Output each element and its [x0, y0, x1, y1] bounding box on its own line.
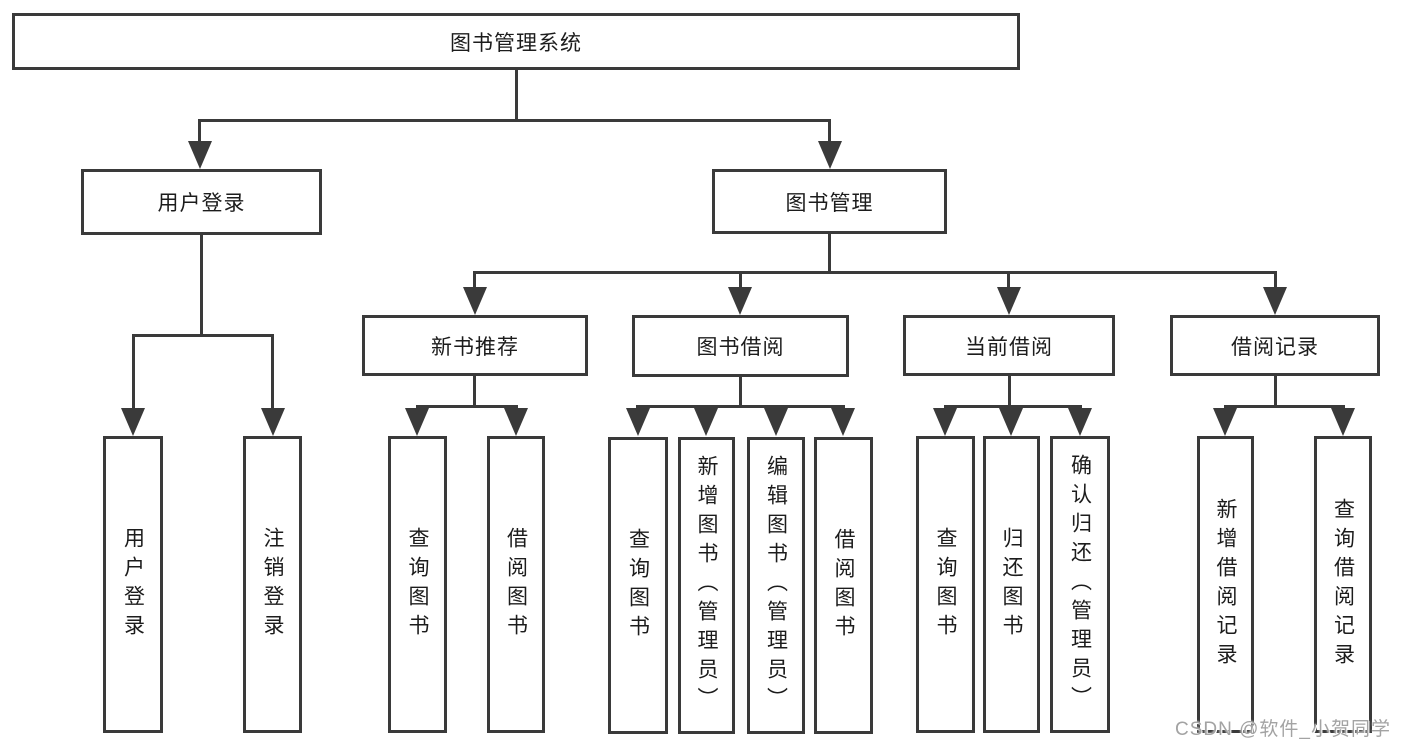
- connector-line: [828, 119, 831, 143]
- node-label: 当前借阅: [965, 335, 1053, 359]
- leaf-label: 用户登录: [121, 526, 145, 643]
- arrow-down-icon: [933, 408, 957, 436]
- node-book-borrow: 图书借阅: [632, 315, 849, 377]
- leaf-label: 查询图书: [406, 526, 429, 643]
- leaf-query-books-current: 查询图书: [916, 436, 975, 733]
- connector-line: [739, 377, 742, 407]
- arrow-down-icon: [764, 408, 788, 436]
- csdn-watermark: CSDN @软件_小贺同学: [1175, 719, 1391, 740]
- arrow-down-icon: [261, 408, 285, 436]
- node-label: 图书管理系统: [450, 31, 582, 55]
- leaf-label: 借阅图书: [504, 526, 528, 643]
- arrow-down-icon: [818, 141, 842, 169]
- arrow-down-icon: [463, 287, 487, 315]
- leaf-add-book-admin: 新增图书（管理员）: [678, 437, 735, 734]
- connector-line: [515, 70, 518, 122]
- connector-line: [1008, 376, 1011, 407]
- connector-line: [132, 334, 135, 408]
- connector-line: [200, 235, 203, 336]
- connector-line: [828, 234, 831, 274]
- leaf-label: 归还图书: [1000, 526, 1023, 643]
- node-label: 借阅记录: [1231, 335, 1319, 359]
- arrow-down-icon: [1068, 408, 1092, 436]
- connector-line: [473, 271, 476, 289]
- connector-line: [636, 405, 845, 408]
- node-borrow-records: 借阅记录: [1170, 315, 1380, 376]
- leaf-query-books-borrow: 查询图书: [608, 437, 668, 734]
- arrow-down-icon: [405, 408, 429, 436]
- arrow-down-icon: [1263, 287, 1287, 315]
- connector-line: [416, 405, 518, 408]
- node-root: 图书管理系统: [12, 13, 1020, 70]
- node-label: 图书管理: [785, 191, 874, 215]
- arrow-down-icon: [694, 408, 718, 436]
- node-user-login: 用户登录: [81, 169, 322, 235]
- leaf-logout: 注销登录: [243, 436, 302, 733]
- connector-line: [132, 334, 274, 337]
- leaf-label: 编辑图书（管理员）: [764, 455, 788, 716]
- leaf-edit-book-admin: 编辑图书（管理员）: [747, 437, 805, 734]
- leaf-label: 新增图书（管理员）: [695, 455, 718, 716]
- leaf-add-borrow-record: 新增借阅记录: [1197, 436, 1254, 733]
- node-label: 图书借阅: [696, 336, 785, 359]
- connector-line: [944, 405, 1082, 408]
- leaf-label: 查询借阅记录: [1331, 497, 1355, 672]
- arrow-down-icon: [121, 408, 145, 436]
- leaf-label: 查询图书: [626, 527, 650, 644]
- connector-line: [1224, 405, 1345, 408]
- node-book-management: 图书管理: [712, 169, 947, 234]
- leaf-confirm-return-admin: 确认归还（管理员）: [1050, 436, 1110, 733]
- connector-line: [1274, 271, 1277, 289]
- connector-line: [739, 271, 742, 289]
- arrow-down-icon: [999, 408, 1023, 436]
- leaf-label: 查询图书: [934, 526, 957, 643]
- arrow-down-icon: [997, 287, 1021, 315]
- arrow-down-icon: [728, 287, 752, 315]
- leaf-query-borrow-record: 查询借阅记录: [1314, 436, 1372, 733]
- arrow-down-icon: [188, 141, 212, 169]
- leaf-label: 注销登录: [261, 526, 284, 643]
- leaf-borrow-books-recommend: 借阅图书: [487, 436, 545, 733]
- arrow-down-icon: [504, 408, 528, 436]
- connector-line: [473, 271, 1277, 274]
- connector-line: [198, 119, 201, 143]
- connector-line: [1274, 376, 1277, 407]
- connector-line: [1007, 271, 1010, 289]
- connector-line: [271, 334, 274, 408]
- arrow-down-icon: [831, 408, 855, 436]
- connector-line: [198, 119, 831, 122]
- node-label: 用户登录: [157, 192, 246, 215]
- arrow-down-icon: [1213, 408, 1237, 436]
- leaf-label: 新增借阅记录: [1214, 497, 1237, 672]
- node-label: 新书推荐: [431, 335, 519, 359]
- connector-line: [473, 376, 476, 407]
- leaf-label: 确认归还（管理员）: [1068, 454, 1092, 715]
- leaf-return-book: 归还图书: [983, 436, 1040, 733]
- arrow-down-icon: [1331, 408, 1355, 436]
- leaf-query-books-recommend: 查询图书: [388, 436, 447, 733]
- leaf-user-login: 用户登录: [103, 436, 163, 733]
- node-new-book-recommend: 新书推荐: [362, 315, 588, 376]
- arrow-down-icon: [626, 408, 650, 436]
- leaf-label: 借阅图书: [832, 527, 855, 644]
- node-current-borrow: 当前借阅: [903, 315, 1115, 376]
- leaf-borrow-books: 借阅图书: [814, 437, 873, 734]
